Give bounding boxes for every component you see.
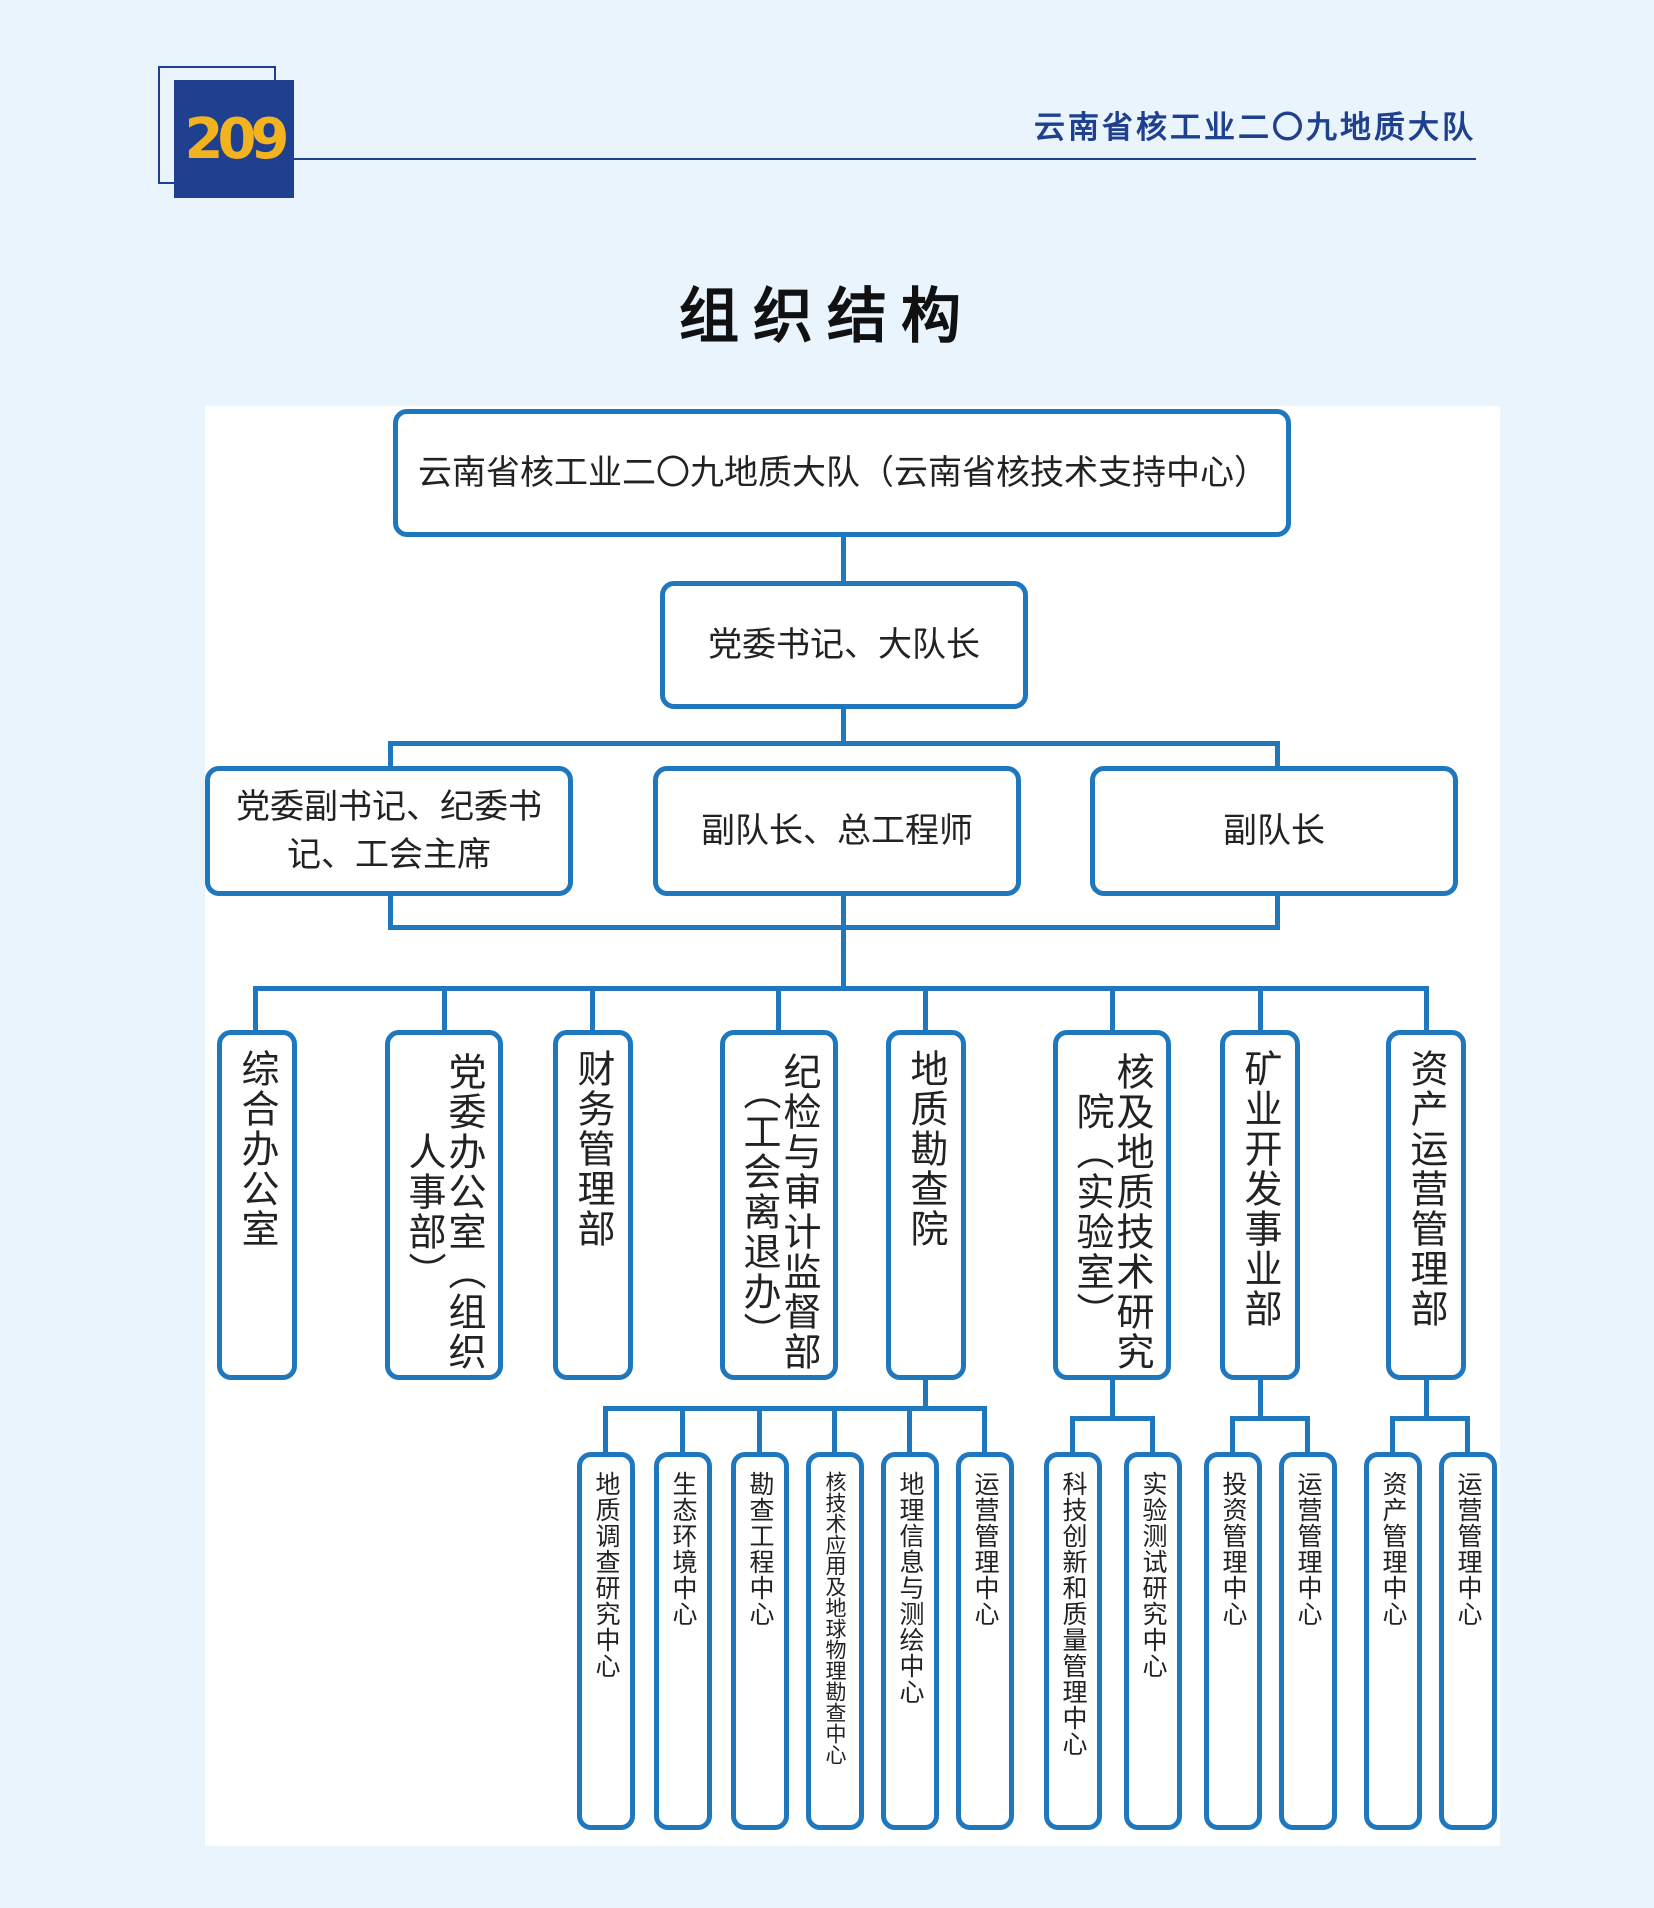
- connector: [841, 896, 846, 991]
- connector: [1110, 986, 1115, 1032]
- center-node: 勘查工程中心: [731, 1452, 789, 1830]
- center-node: 实验测试研究中心: [1124, 1452, 1182, 1830]
- connector: [603, 1406, 608, 1454]
- center-label: 运营管理中心: [971, 1471, 1000, 1627]
- center-node: 生态环境中心: [654, 1452, 712, 1830]
- department-node: 财务管理部: [553, 1030, 633, 1380]
- header-rule: [276, 158, 1476, 160]
- center-node: 运营管理中心: [1439, 1452, 1497, 1830]
- center-node: 投资管理中心: [1204, 1452, 1262, 1830]
- center-label: 生态环境中心: [669, 1471, 698, 1627]
- connector: [923, 1376, 928, 1411]
- connector: [1258, 1376, 1263, 1421]
- connector: [253, 986, 258, 1032]
- connector: [776, 986, 781, 1032]
- leader-node: 党委书记、大队长: [660, 581, 1028, 709]
- center-label: 地质调查研究中心: [592, 1471, 621, 1679]
- connector: [1275, 896, 1280, 930]
- connector: [1275, 741, 1280, 777]
- connector: [1070, 1416, 1075, 1454]
- connector: [1110, 1376, 1115, 1421]
- connector: [1390, 1416, 1470, 1421]
- center-label: 核技术应用及地球物理勘查中心: [823, 1471, 847, 1765]
- connector: [388, 925, 1279, 930]
- center-node: 运营管理中心: [1279, 1452, 1337, 1830]
- department-node: 党委办公室（组织人事部）: [385, 1030, 503, 1380]
- connector: [907, 1406, 912, 1454]
- department-label: 综合办公室: [235, 1049, 279, 1249]
- center-node: 运营管理中心: [956, 1452, 1014, 1830]
- connector: [1465, 1416, 1470, 1454]
- center-label: 运营管理中心: [1454, 1471, 1483, 1627]
- connector: [1390, 1416, 1395, 1454]
- leader-label: 党委书记、大队长: [708, 625, 980, 665]
- org-chart: 云南省核工业二〇九地质大队（云南省核技术支持中心） 党委书记、大队长 党委副书记…: [205, 406, 1500, 1846]
- page-title: 组织结构: [679, 282, 975, 352]
- center-node: 资产管理中心: [1364, 1452, 1422, 1830]
- department-node: 矿业开发事业部: [1220, 1030, 1300, 1380]
- connector: [603, 1406, 987, 1411]
- connector: [1070, 1416, 1155, 1421]
- deputy-label: 党委副书记、纪委书记、工会主席: [236, 787, 542, 875]
- org-root-node: 云南省核工业二〇九地质大队（云南省核技术支持中心）: [393, 409, 1291, 537]
- connector: [832, 1406, 837, 1454]
- department-label: 矿业开发事业部: [1238, 1049, 1282, 1329]
- center-label: 科技创新和质量管理中心: [1059, 1471, 1088, 1757]
- department-node: 资产运营管理部: [1386, 1030, 1466, 1380]
- department-label: 地质勘查院: [904, 1049, 948, 1249]
- connector: [1230, 1416, 1235, 1454]
- deputy-node: 党委副书记、纪委书记、工会主席: [205, 766, 573, 896]
- deputy-node: 副队长: [1090, 766, 1458, 896]
- department-node: 纪检与审计监督部（工会离退办）: [720, 1030, 838, 1380]
- logo-text: 209: [184, 106, 290, 172]
- deputy-label: 副队长、总工程师: [701, 811, 973, 851]
- connector: [680, 1406, 685, 1454]
- center-node: 地理信息与测绘中心: [881, 1452, 939, 1830]
- department-node: 核及地质技术研究院（实验室）: [1053, 1030, 1171, 1380]
- connector: [1424, 986, 1429, 1032]
- connector: [590, 986, 595, 1032]
- center-node: 核技术应用及地球物理勘查中心: [806, 1452, 864, 1830]
- center-label: 勘查工程中心: [746, 1471, 775, 1627]
- department-label: 财务管理部: [571, 1049, 615, 1249]
- department-label: 纪检与审计监督部（工会离退办）: [737, 1052, 821, 1372]
- connector: [1424, 1376, 1429, 1421]
- connector: [923, 986, 928, 1032]
- center-label: 资产管理中心: [1379, 1471, 1408, 1627]
- org-root-label: 云南省核工业二〇九地质大队（云南省核技术支持中心）: [418, 453, 1268, 493]
- header-org-name: 云南省核工业二〇九地质大队: [1034, 110, 1476, 146]
- center-label: 实验测试研究中心: [1139, 1471, 1168, 1679]
- connector: [388, 741, 393, 777]
- center-label: 运营管理中心: [1294, 1471, 1323, 1627]
- deputy-node: 副队长、总工程师: [653, 766, 1021, 896]
- department-label: 资产运营管理部: [1404, 1049, 1448, 1329]
- department-label: 核及地质技术研究院（实验室）: [1070, 1052, 1154, 1372]
- connector: [253, 986, 1428, 991]
- brand-logo: 209: [174, 80, 294, 198]
- connector: [1230, 1416, 1310, 1421]
- connector: [442, 986, 447, 1032]
- connector: [841, 534, 846, 586]
- connector: [388, 741, 1279, 746]
- department-node: 地质勘查院: [886, 1030, 966, 1380]
- department-label: 党委办公室（组织人事部）: [402, 1052, 486, 1372]
- connector: [1305, 1416, 1310, 1454]
- connector: [388, 896, 393, 930]
- connector: [757, 1406, 762, 1454]
- deputy-label: 副队长: [1223, 811, 1325, 851]
- department-node: 综合办公室: [217, 1030, 297, 1380]
- connector: [1150, 1416, 1155, 1454]
- center-label: 地理信息与测绘中心: [896, 1471, 925, 1705]
- center-node: 地质调查研究中心: [577, 1452, 635, 1830]
- center-node: 科技创新和质量管理中心: [1044, 1452, 1102, 1830]
- connector: [841, 706, 846, 744]
- connector: [1258, 986, 1263, 1032]
- center-label: 投资管理中心: [1219, 1471, 1248, 1627]
- connector: [982, 1406, 987, 1454]
